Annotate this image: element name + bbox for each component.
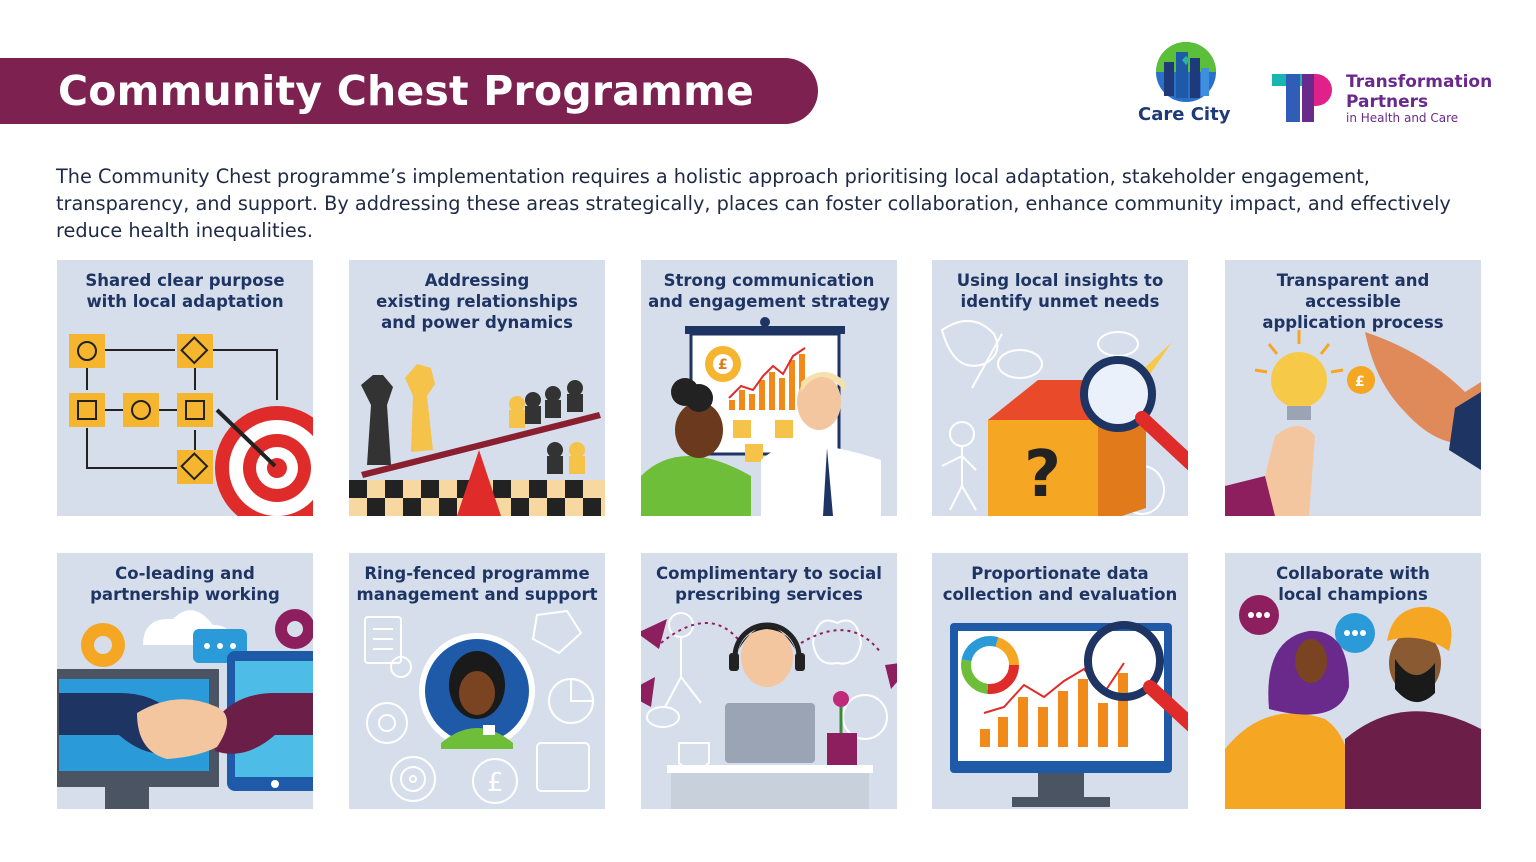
chess-seesaw-icon [349,364,605,516]
tp-line3: in Health and Care [1346,111,1459,125]
presentation-board-icon: £ [641,317,881,516]
tile-shared-purpose: Shared clear purpose with local adaptati… [57,260,313,516]
pound-symbol: £ [718,357,728,373]
care-city-emblem-icon [1156,42,1216,102]
tile-title: Co-leading and partnership working [90,564,280,604]
tile-title: Collaborate with local champions [1276,564,1430,604]
tile-title: Ring-fenced programme management and sup… [356,564,598,604]
tile-local-champions: Collaborate with local champions [1225,553,1481,809]
care-city-label: Care City [1138,104,1231,125]
tp-line1: Transformation [1346,72,1493,92]
title-banner: Community Chest Programme [0,58,818,124]
tile-power-dynamics: Addressing existing relationships and po… [349,260,605,516]
intro-paragraph: The Community Chest programme’s implemen… [56,165,1451,242]
tile-communication: £ Strong communication and engagement st… [641,260,897,516]
monitor-chart-icon [950,621,1188,807]
tile-ring-fenced: £ Ring-fenced programme management and s… [349,553,605,809]
flowchart-target-icon [69,334,313,516]
tile-title: Complimentary to social prescribing serv… [656,564,882,604]
tp-line2: Partners [1346,92,1429,112]
champions-chat-icon [1225,595,1481,809]
handshake-screens-icon [57,609,313,809]
tile-social-prescribing: Complimentary to social prescribing serv… [641,553,897,809]
tp-emblem-icon [1272,74,1332,122]
tile-co-leading: Co-leading and partnership working [57,553,313,809]
page-title: Community Chest Programme [58,67,755,115]
question-mark: ? [1024,438,1061,512]
pound-circle-icon: £ [487,768,504,798]
coin-pound: £ [1355,374,1365,390]
lightbulb-coin-icon: £ [1225,330,1481,516]
tile-application-process: £ Transparent and accessible application… [1225,260,1481,516]
support-person-icon: £ [364,609,595,804]
tile-title: Shared clear purpose with local adaptati… [85,271,285,311]
tile-local-insights: ? Using local insights to identify unmet… [932,260,1188,516]
tile-title: Using local insights to identify unmet n… [956,271,1164,311]
care-city-logo: Care City [1134,40,1234,130]
tile-title: Proportionate data collection and evalua… [942,564,1178,604]
box-magnifier-icon: ? [940,320,1188,516]
tile-title: Addressing existing relationships and po… [376,271,578,332]
tile-title: Transparent and accessible application p… [1262,271,1444,332]
tile-data-evaluation: Proportionate data collection and evalua… [932,553,1188,809]
transformation-partners-logo: Transformation Partners in Health and Ca… [1272,70,1502,130]
headset-agent-icon [641,612,897,809]
tile-title: Strong communication and engagement stra… [648,271,890,311]
